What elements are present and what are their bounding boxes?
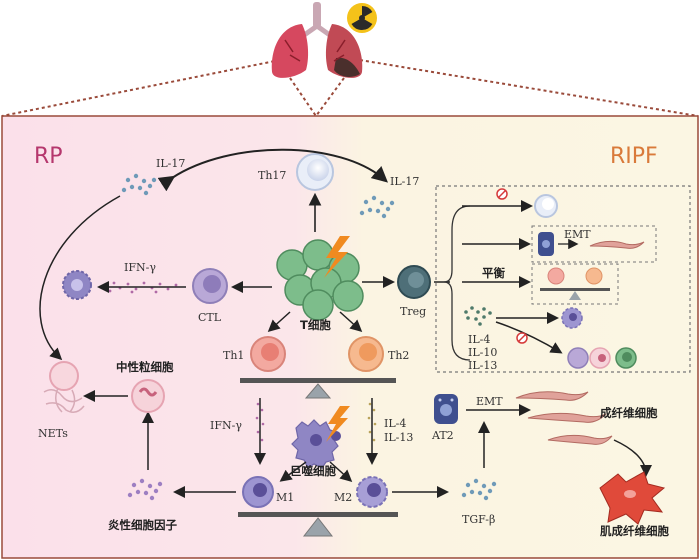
macrophage-bolt-icon xyxy=(326,406,350,442)
balance-box xyxy=(531,263,619,305)
m2-cell-box xyxy=(561,307,583,329)
inhibited-cells-row xyxy=(567,347,637,369)
lungs-icon xyxy=(271,2,363,78)
myofibroblast xyxy=(599,471,666,525)
emt-box-fibroblast xyxy=(589,240,645,249)
inflammatory-cytokine-dots xyxy=(127,478,163,501)
t-cell-label: T细胞 xyxy=(300,318,331,332)
th17-cell xyxy=(296,153,334,191)
th17-label: Th17 xyxy=(258,169,287,182)
il17-dots-right xyxy=(359,195,395,219)
m2-label: M2 xyxy=(334,491,353,504)
il-dots-box xyxy=(464,306,492,326)
zoom-lines xyxy=(1,59,699,117)
il4-il13-column xyxy=(366,398,378,465)
m2-cell xyxy=(356,476,388,508)
th2-label: Th2 xyxy=(388,349,410,362)
myofibroblast-label: 肌成纤维细胞 xyxy=(600,524,669,538)
neutrophil-cell xyxy=(131,379,165,413)
m1-label: M1 xyxy=(276,491,295,504)
balance-bottom xyxy=(238,512,398,537)
inhibit-icon-1 xyxy=(496,188,508,200)
th1-label: Th1 xyxy=(223,349,245,362)
inhibited-cell-1 xyxy=(534,194,558,218)
t-cell-cluster xyxy=(276,239,364,321)
emt-main-label: EMT xyxy=(476,395,503,408)
treg-effects-box xyxy=(435,185,691,373)
macrophage-label: 巨噬细胞 xyxy=(290,464,336,478)
tgf-beta-label: TGF-β xyxy=(462,513,496,526)
emt-box xyxy=(531,225,657,263)
fibroblast-label: 成纤维细胞 xyxy=(600,406,658,420)
balance-label: 平衡 xyxy=(482,266,505,280)
fibroblasts xyxy=(515,391,613,445)
ifn-gamma-column xyxy=(254,398,266,465)
treg-brace xyxy=(443,205,471,361)
ifn-gamma-mid-label: IFN-γ xyxy=(210,419,242,432)
il10-box-label: IL-10 xyxy=(468,346,498,359)
il17-dots-left xyxy=(121,173,157,196)
ripf-title: RIPF xyxy=(610,144,658,169)
at2-label: AT2 xyxy=(432,429,454,442)
emt-box-label: EMT xyxy=(564,228,591,241)
il17-left-label: IL-17 xyxy=(156,157,186,170)
il13-mid-label: IL-13 xyxy=(384,431,414,444)
inhibit-icon-2 xyxy=(516,332,528,344)
emt-box-at2-cell xyxy=(538,232,554,256)
target-cell xyxy=(62,270,92,300)
il4-box-label: IL-4 xyxy=(468,333,491,346)
treg-cell xyxy=(397,265,431,299)
il17-to-nets-arrow xyxy=(39,195,121,361)
tgf-beta-dots xyxy=(461,478,497,501)
treg-label: Treg xyxy=(400,305,427,318)
th1-cell xyxy=(250,336,286,372)
at2-cell xyxy=(434,394,458,424)
inflammatory-cytokines-label: 炎性细胞因子 xyxy=(108,518,177,532)
il17-curved-arrow xyxy=(157,148,388,192)
m1-cell xyxy=(242,476,274,508)
il13-box-label: IL-13 xyxy=(468,359,498,372)
radiation-bolt-icon xyxy=(324,236,350,278)
ctl-cell xyxy=(192,268,228,304)
rp-title: RP xyxy=(34,144,63,169)
nets-cell xyxy=(43,361,85,413)
neutrophil-label: 中性粒细胞 xyxy=(116,360,174,374)
ifn-gamma-top-label: IFN-γ xyxy=(124,261,156,274)
radiation-icon xyxy=(347,3,377,33)
balance-top xyxy=(240,378,396,399)
il4-mid-label: IL-4 xyxy=(384,417,407,430)
ctl-label: CTL xyxy=(198,311,222,324)
il17-right-label: IL-17 xyxy=(390,175,420,188)
th2-cell xyxy=(348,336,384,372)
nets-label: NETs xyxy=(38,427,68,440)
